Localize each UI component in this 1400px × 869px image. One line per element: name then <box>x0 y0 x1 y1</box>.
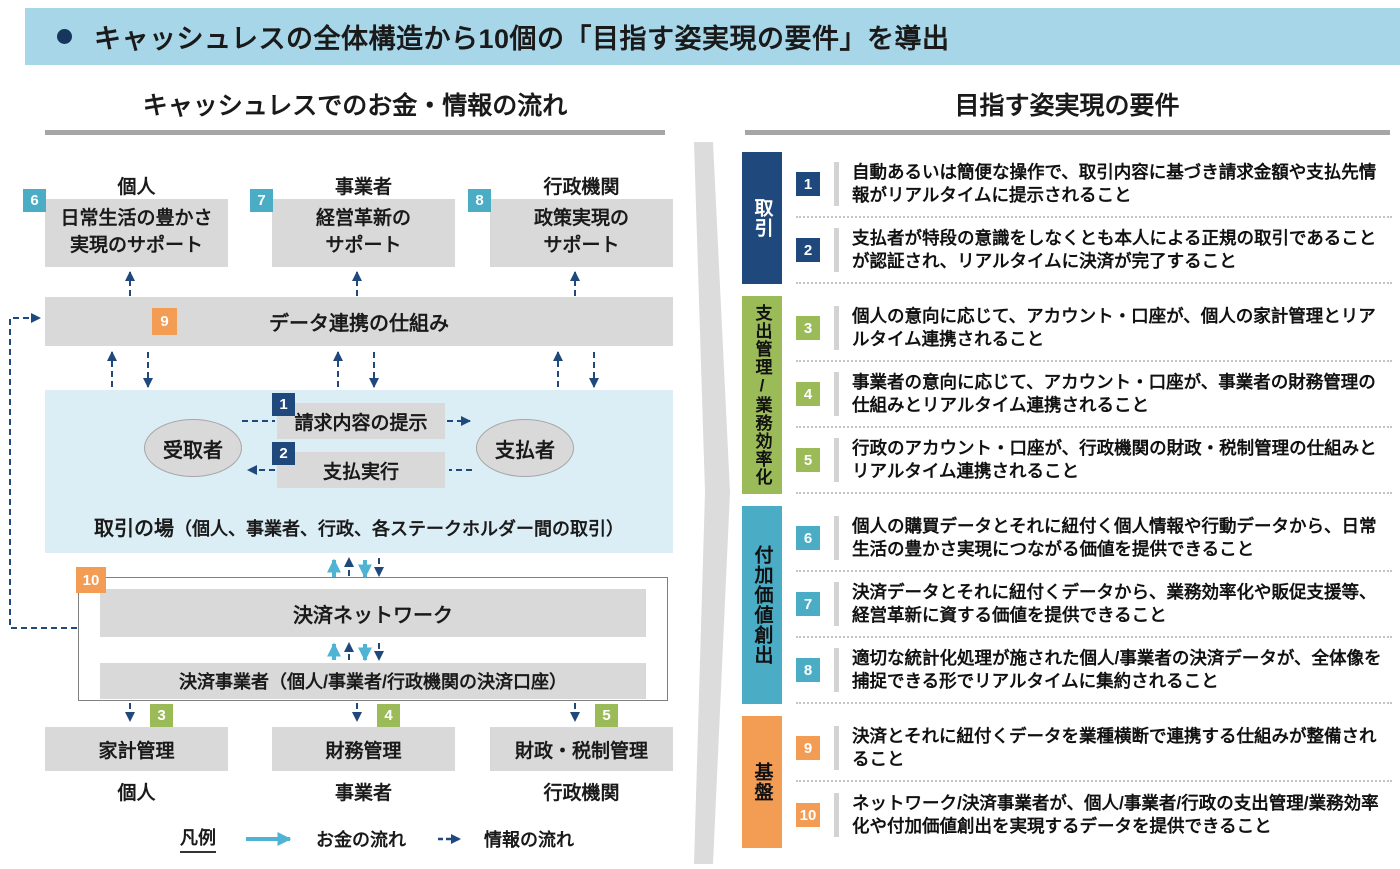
badge-7: 7 <box>250 189 273 212</box>
requirement-item-7: 7 決済データとそれに紐付くデータから、業務効率化や販促支援等、 経営革新に資す… <box>796 572 1392 638</box>
category-label-foundation: 基盤 <box>742 716 782 848</box>
transaction-caption-bold: 取引の場 <box>94 518 174 540</box>
box-policy-support: 政策実現の サポート <box>490 199 673 267</box>
actor-label-government-bottom: 行政機関 <box>543 783 620 804</box>
requirement-item-5: 5 行政のアカウント・口座が、行政機関の財政・税制管理の仕組みとリアルタイム連携… <box>796 428 1392 494</box>
actor-label-business: 事業者 <box>334 177 392 198</box>
box-daily-life-support: 日常生活の豊かさ 実現のサポート <box>45 199 228 267</box>
settlement-provider-bar: 決済事業者（個人/事業者/行政機関の決済口座） <box>100 663 646 699</box>
actor-label-business-bottom: 事業者 <box>334 783 392 804</box>
requirement-item-3: 3 個人の意向に応じて、アカウント・口座が、個人の家計管理とリアルタイム連携され… <box>796 296 1392 362</box>
requirement-text-6: 個人の購買データとそれに紐付く個人情報や行動データから、日常生活の豊かさ実現につ… <box>852 515 1377 559</box>
item-tick-bar <box>834 162 839 206</box>
right-panel-title: 目指す姿実現の要件 <box>954 92 1180 120</box>
requirement-item-2: 2 支払者が特段の意識をしなくとも本人による正規の取引であることが認証され、リア… <box>796 218 1392 284</box>
receiver-ellipse: 受取者 <box>144 419 242 477</box>
category-label-value-creation: 付加価値創出 <box>742 506 782 704</box>
item-number-badge-1: 1 <box>796 172 820 196</box>
badge-8: 8 <box>468 189 491 212</box>
badge-3: 3 <box>150 704 173 727</box>
badge-2: 2 <box>272 442 295 465</box>
requirement-text-3: 個人の意向に応じて、アカウント・口座が、個人の家計管理とリアルタイム連携されるこ… <box>852 305 1376 349</box>
category-transaction: 取引 1 自動あるいは簡便な操作で、取引内容に基づき請求金額や支払先情報がリアル… <box>742 152 1392 284</box>
transaction-caption: 取引の場（個人、事業者、行政、各ステークホルダー間の取引） <box>45 512 673 541</box>
transaction-caption-rest: （個人、事業者、行政、各ステークホルダー間の取引） <box>174 519 624 539</box>
category-foundation: 基盤 9 決済とそれに紐付くデータを業種横断で連携する仕組みが整備されること 1… <box>742 716 1392 848</box>
category-label-transaction: 取引 <box>742 152 782 284</box>
step-payment-box: 支払実行 <box>277 452 445 488</box>
chevron-divider <box>694 142 730 864</box>
item-number-badge-6: 6 <box>796 526 820 550</box>
item-number-badge-4: 4 <box>796 382 820 406</box>
left-panel-title: キャッシュレスでのお金・情報の流れ <box>142 92 568 120</box>
data-link-bar: データ連携の仕組み <box>45 297 673 346</box>
right-title-underline <box>745 130 1390 135</box>
category-expenditure-efficiency: 支出管理/業務効率化 3 個人の意向に応じて、アカウント・口座が、個人の家計管理… <box>742 296 1392 494</box>
actor-label-individual-bottom: 個人 <box>117 783 156 804</box>
left-title-underline <box>45 130 665 135</box>
legend-title: 凡例 <box>180 824 216 853</box>
badge-4: 4 <box>377 704 400 727</box>
item-tick-bar <box>834 648 839 692</box>
requirement-item-9: 9 決済とそれに紐付くデータを業種横断で連携する仕組みが整備されること <box>796 716 1392 782</box>
legend: 凡例 お金の流れ 情報の流れ <box>180 824 574 853</box>
requirement-text-4: 事業者の意向に応じて、アカウント・口座が、事業者の財務管理の仕組みとリアルタイム… <box>852 371 1376 415</box>
actor-label-government: 行政機関 <box>543 177 620 198</box>
item-tick-bar <box>834 438 839 482</box>
requirement-text-9: 決済とそれに紐付くデータを業種横断で連携する仕組みが整備されること <box>852 725 1377 769</box>
badge-1: 1 <box>272 393 295 416</box>
item-number-badge-10: 10 <box>796 803 820 827</box>
category-value-creation: 付加価値創出 6 個人の購買データとそれに紐付く個人情報や行動データから、日常生… <box>742 506 1392 704</box>
item-tick-bar <box>834 516 839 560</box>
item-number-badge-2: 2 <box>796 238 820 262</box>
requirement-item-10: 10 ネットワーク/決済事業者が、個人/事業者/行政の支出管理/業務効率化や付加… <box>796 782 1392 848</box>
requirement-item-1: 1 自動あるいは簡便な操作で、取引内容に基づき請求金額や支払先情報がリアルタイム… <box>796 152 1392 218</box>
requirement-text-2: 支払者が特段の意識をしなくとも本人による正規の取引であることが認証され、リアルタ… <box>852 227 1377 271</box>
box-management-innovation-support: 経営革新の サポート <box>272 199 455 267</box>
header-title: キャッシュレスの全体構造から10個の「目指す姿実現の要件」を導出 <box>94 24 950 54</box>
badge-10: 10 <box>76 567 106 593</box>
actor-label-individual: 個人 <box>117 177 156 198</box>
requirement-text-1: 自動あるいは簡便な操作で、取引内容に基づき請求金額や支払先情報がリアルタイムに提… <box>852 161 1377 205</box>
header-band: キャッシュレスの全体構造から10個の「目指す姿実現の要件」を導出 <box>25 8 1400 65</box>
box-financial-management: 財務管理 <box>272 727 455 771</box>
requirement-item-4: 4 事業者の意向に応じて、アカウント・口座が、事業者の財務管理の仕組みとリアルタ… <box>796 362 1392 428</box>
badge-6: 6 <box>23 189 46 212</box>
requirement-text-10: ネットワーク/決済事業者が、個人/事業者/行政の支出管理/業務効率化や付加価値創… <box>852 792 1379 836</box>
requirement-text-7: 決済データとそれに紐付くデータから、業務効率化や販促支援等、 経営革新に資する価… <box>852 581 1386 625</box>
requirement-text-8: 適切な統計化処理が施された個人/事業者の決済データが、全体像を捕捉できる形でリア… <box>852 647 1382 691</box>
requirement-text-5: 行政のアカウント・口座が、行政機関の財政・税制管理の仕組みとリアルタイム連携され… <box>852 437 1377 481</box>
legend-money-label: お金の流れ <box>316 829 406 850</box>
requirement-item-8: 8 適切な統計化処理が施された個人/事業者の決済データが、全体像を捕捉できる形で… <box>796 638 1392 704</box>
box-household-management: 家計管理 <box>45 727 228 771</box>
requirements-panel: 取引 1 自動あるいは簡便な操作で、取引内容に基づき請求金額や支払先情報がリアル… <box>742 152 1392 860</box>
item-number-badge-5: 5 <box>796 448 820 472</box>
item-tick-bar <box>834 726 839 770</box>
item-tick-bar <box>834 582 839 626</box>
item-tick-bar <box>834 306 839 350</box>
item-number-badge-3: 3 <box>796 316 820 340</box>
item-tick-bar <box>834 793 839 837</box>
item-number-badge-8: 8 <box>796 658 820 682</box>
money-flow-legend-icon <box>246 831 292 846</box>
badge-9: 9 <box>152 308 177 335</box>
category-label-expenditure-efficiency: 支出管理/業務効率化 <box>742 296 782 494</box>
box-fiscal-tax-management: 財政・税制管理 <box>490 727 673 771</box>
settlement-network-bar: 決済ネットワーク <box>100 589 646 637</box>
legend-info-label: 情報の流れ <box>484 829 574 850</box>
requirement-item-6: 6 個人の購買データとそれに紐付く個人情報や行動データから、日常生活の豊かさ実現… <box>796 506 1392 572</box>
item-tick-bar <box>834 228 839 272</box>
item-tick-bar <box>834 372 839 416</box>
badge-5: 5 <box>595 704 618 727</box>
item-number-badge-7: 7 <box>796 592 820 616</box>
info-flow-legend-icon <box>438 833 461 844</box>
payer-ellipse: 支払者 <box>476 419 574 477</box>
bullet-icon <box>57 29 72 44</box>
item-number-badge-9: 9 <box>796 736 820 760</box>
step-billing-box: 請求内容の提示 <box>277 403 445 439</box>
